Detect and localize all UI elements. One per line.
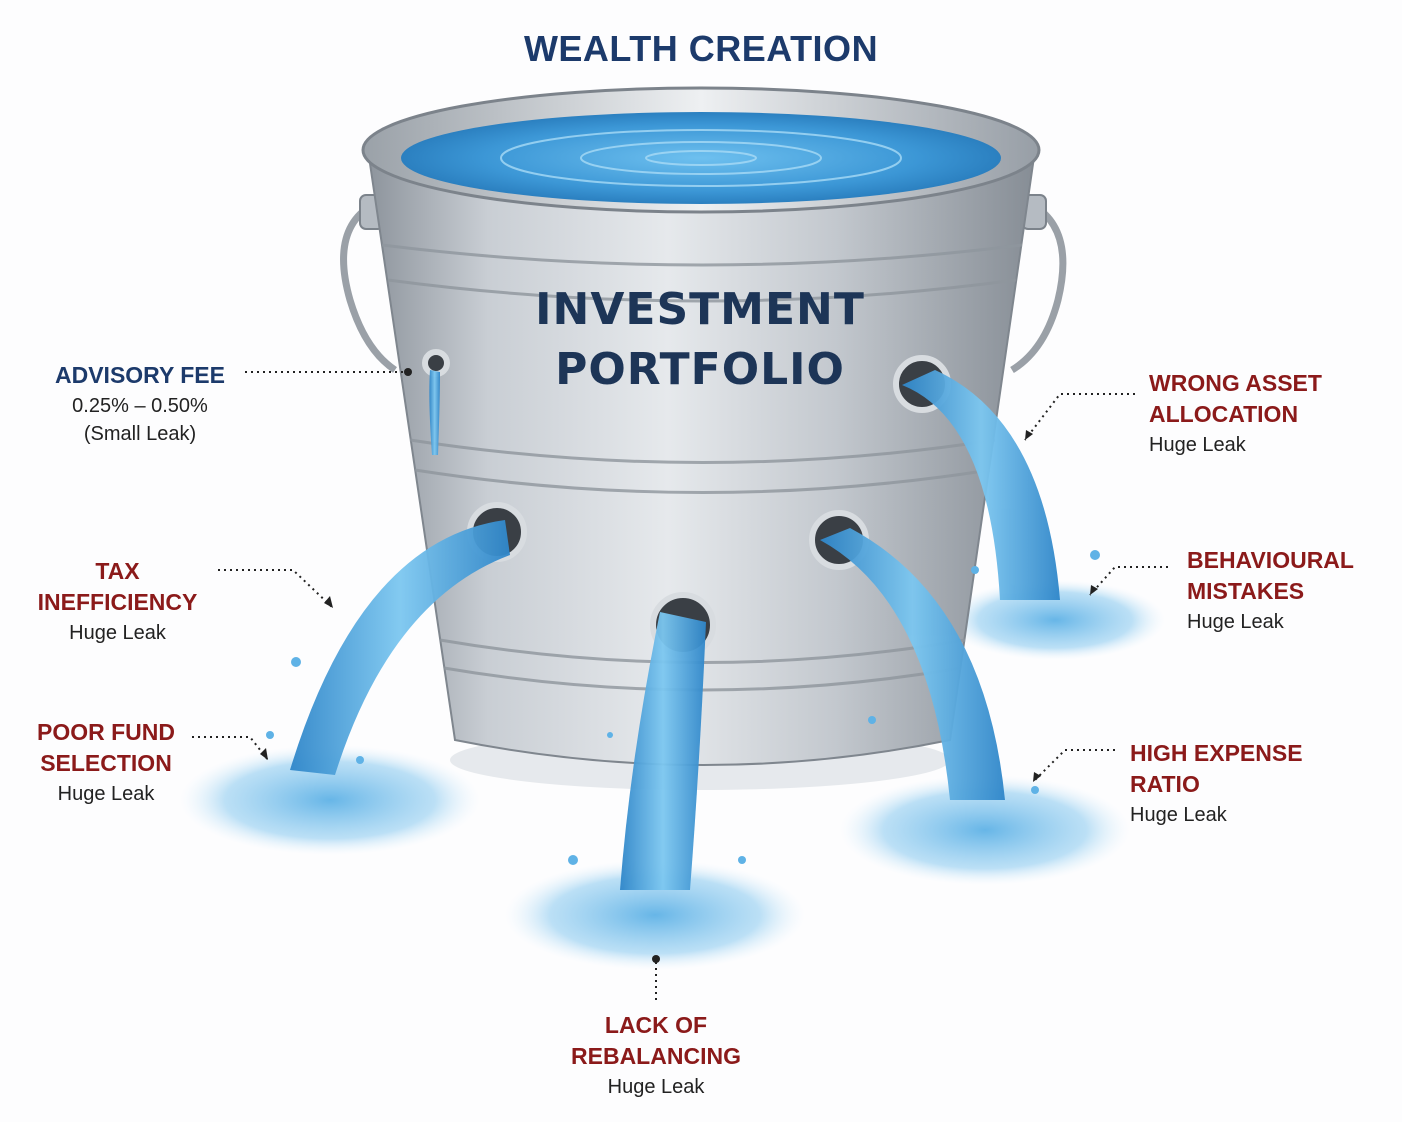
callout-asset-line1: WRONG ASSET	[1149, 370, 1322, 396]
callout-tax-inefficiency: TAX INEFFICIENCY Huge Leak	[20, 556, 215, 648]
callout-advisory-fee: ADVISORY FEE 0.25% – 0.50% (Small Leak)	[40, 360, 240, 447]
callout-expense-note: Huge Leak	[1130, 804, 1227, 826]
water-surface	[401, 112, 1001, 204]
callout-behav-line2: MISTAKES	[1187, 578, 1305, 604]
callout-behavioural-mistakes: BEHAVIOURAL MISTAKES Huge Leak	[1187, 545, 1387, 637]
callout-behav-line1: BEHAVIOURAL	[1187, 547, 1354, 573]
bucket-label-line1: INVESTMENT	[535, 284, 865, 335]
splash-droplets	[266, 550, 1100, 865]
callout-asset-line2: ALLOCATION	[1149, 401, 1299, 427]
water-streams	[290, 370, 1060, 890]
callout-tax-note: Huge Leak	[69, 622, 166, 644]
callout-fund-line2: SELECTION	[40, 750, 172, 776]
callout-rebal-line2: REBALANCING	[571, 1043, 741, 1069]
callout-high-expense-ratio: HIGH EXPENSE RATIO Huge Leak	[1130, 738, 1360, 830]
callout-fund-note: Huge Leak	[57, 783, 155, 805]
callout-advisory-range: 0.25% – 0.50%	[72, 395, 208, 417]
leader-arrowheads	[260, 430, 1098, 782]
callout-expense-line2: RATIO	[1130, 771, 1200, 797]
page-title: WEALTH CREATION	[523, 28, 879, 69]
bucket-label: INVESTMENT PORTFOLIO	[460, 280, 940, 400]
callout-advisory-note: (Small Leak)	[83, 423, 197, 445]
callout-tax-line2: INEFFICIENCY	[37, 589, 198, 615]
bucket-label-line2: PORTFOLIO	[555, 344, 845, 395]
bucket-handle	[340, 201, 1067, 373]
callout-behav-note: Huge Leak	[1187, 611, 1284, 633]
water-ripples	[500, 129, 902, 187]
callout-advisory-name: ADVISORY FEE	[55, 362, 225, 388]
callout-rebal-line1: LACK OF	[604, 1012, 708, 1038]
callout-rebal-note: Huge Leak	[607, 1076, 705, 1098]
callout-expense-line1: HIGH EXPENSE	[1130, 740, 1303, 766]
leader-lines	[192, 371, 1168, 1000]
callout-tax-line1: TAX	[95, 558, 140, 584]
callout-lack-of-rebalancing: LACK OF REBALANCING Huge Leak	[540, 1010, 772, 1102]
callout-fund-line1: POOR FUND	[37, 719, 175, 745]
callout-poor-fund-selection: POOR FUND SELECTION Huge Leak	[15, 717, 197, 809]
callout-wrong-asset-allocation: WRONG ASSET ALLOCATION Huge Leak	[1149, 368, 1379, 460]
bucket-body	[366, 149, 1037, 766]
leader-dots	[404, 368, 660, 963]
callout-asset-note: Huge Leak	[1149, 434, 1246, 456]
